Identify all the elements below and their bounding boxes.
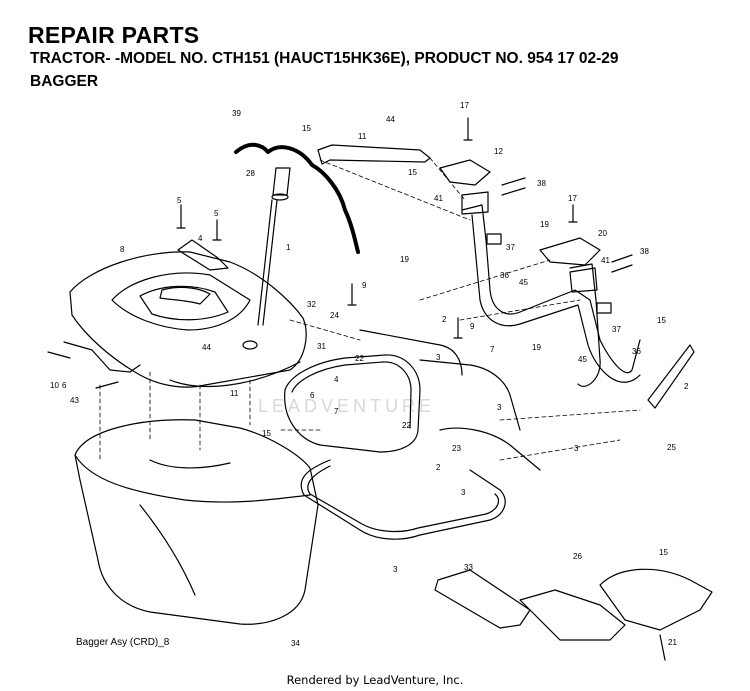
bagger-cover-part [69,251,307,388]
callout-label: 26 [573,552,582,561]
callout-label: 34 [291,639,300,648]
callout-label: 10 [50,381,59,390]
callout-label: 45 [578,355,587,364]
callout-label: 5 [177,196,182,205]
callout-label: 11 [230,389,239,398]
callout-label: 7 [334,407,339,416]
callout-label: 2 [684,382,689,391]
callout-label: 5 [214,209,219,218]
callout-label: 25 [667,443,676,452]
upper-bracket-part [317,144,431,165]
callout-label: 15 [302,124,311,133]
callout-label: 37 [506,243,515,252]
callout-label: 6 [310,391,315,400]
callout-label: 15 [659,548,668,557]
callout-label: 9 [362,281,367,290]
callout-label: 36 [500,271,509,280]
grip-part [272,167,291,196]
callout-label: 44 [386,115,395,124]
callout-label: 9 [470,322,475,331]
bag-part [74,419,319,625]
diagram-caption: Bagger Asy (CRD)_8 [76,637,170,648]
callout-label: 24 [330,311,339,320]
callout-label: 6 [62,381,67,390]
callout-label: 3 [574,444,579,453]
footer-credit: Rendered by LeadVenture, Inc. [286,673,464,687]
callout-label: 41 [601,256,610,265]
callout-label: 19 [400,255,409,264]
callout-labels: 39 15 44 11 17 12 15 28 38 41 5 5 4 1 8 … [50,101,689,648]
handle-rod-part [257,199,273,326]
upper-frame-part [284,354,421,453]
callout-label: 22 [355,354,364,363]
callout-label: 3 [461,488,466,497]
callout-label: 41 [434,194,443,203]
page-title: REPAIR PARTS [28,22,200,48]
callout-label: 15 [408,168,417,177]
callout-label: 36 [632,347,641,356]
callout-label: 8 [120,245,125,254]
callout-label: 17 [460,101,469,110]
callout-label: 38 [640,247,649,256]
callout-label: 4 [334,375,339,384]
callout-label: 1 [286,243,291,252]
lower-frame-part [300,459,506,540]
watermark-text: LEADVENTURE [258,396,436,416]
callout-label: 45 [519,278,528,287]
callout-label: 19 [540,220,549,229]
callout-label: 33 [464,563,473,572]
model-subtitle: TRACTOR- -MODEL NO. CTH151 (HAUCT15HK36E… [30,50,619,67]
callout-label: 15 [262,429,271,438]
callout-label: 31 [317,342,326,351]
rod-part [234,142,360,254]
callout-label: 12 [494,147,503,156]
callout-label: 15 [657,316,666,325]
callout-label: 37 [612,325,621,334]
callout-label: 19 [532,343,541,352]
callout-label: 17 [568,194,577,203]
callout-label: 28 [246,169,255,178]
section-heading: BAGGER [30,73,99,90]
callout-label: 22 [402,421,411,430]
callout-label: 2 [436,463,441,472]
callout-label: 3 [436,353,441,362]
callout-label: 7 [490,345,495,354]
callout-label: 21 [668,638,677,647]
mulch-plug-part [434,569,531,629]
callout-label: 32 [307,300,316,309]
callout-label: 11 [358,132,367,141]
callout-label: 3 [393,565,398,574]
right-arm-part [461,204,641,374]
callout-label: 4 [198,234,203,243]
callout-label: 44 [202,343,211,352]
callout-label: 39 [232,109,241,118]
callout-label: 2 [442,315,447,324]
callout-label: 38 [537,179,546,188]
callout-label: 20 [598,229,607,238]
callout-label: 43 [70,396,79,405]
callout-label: 3 [497,403,502,412]
callout-label: 23 [452,444,461,453]
